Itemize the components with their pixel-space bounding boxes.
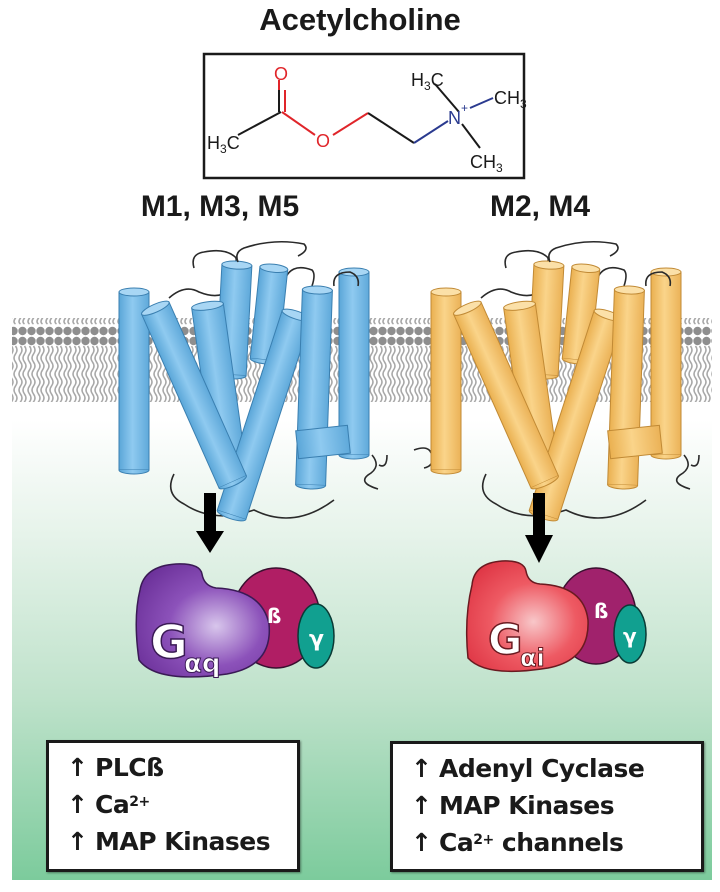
g-beta-label: ß bbox=[594, 599, 608, 623]
atom-methyl-bottom: CH3 bbox=[470, 152, 503, 175]
extracellular-loops bbox=[236, 240, 360, 287]
transmembrane-helix bbox=[430, 287, 462, 475]
g-protein-gi: G αi ß γ bbox=[465, 560, 647, 673]
effect-text: MAP Kinases bbox=[95, 827, 271, 856]
bond bbox=[281, 111, 316, 136]
effect-item: ↑ PLCß bbox=[67, 749, 297, 786]
effect-item: ↑ Adenyl Cyclase bbox=[411, 750, 701, 787]
g-beta-label: ß bbox=[267, 604, 281, 628]
helix-8 bbox=[607, 424, 663, 460]
transmembrane-helix bbox=[650, 267, 682, 460]
molecule-box bbox=[202, 52, 526, 180]
signal-arrow-right bbox=[525, 493, 553, 563]
effect-item: ↑ MAP Kinases bbox=[67, 823, 297, 860]
effect-text: MAP Kinases bbox=[439, 791, 615, 820]
g-alpha-subunit bbox=[465, 560, 589, 673]
effect-item: ↑ MAP Kinases bbox=[411, 787, 701, 824]
up-arrow-icon: ↑ bbox=[67, 790, 88, 819]
g-gamma-label: γ bbox=[309, 627, 324, 652]
atom-methyl-right: CH3 bbox=[494, 88, 527, 111]
bond bbox=[237, 111, 282, 136]
molecule-structure: H3C O O N + H3C CH3 CH3 bbox=[202, 52, 527, 180]
effect-text: Ca bbox=[95, 790, 130, 819]
group-title-m1-m3-m5: M1, M3, M5 bbox=[140, 190, 300, 223]
effect-superscript: 2+ bbox=[129, 793, 150, 810]
g-gamma-subunit bbox=[297, 603, 335, 669]
up-arrow-icon: ↑ bbox=[411, 754, 432, 783]
bond bbox=[434, 83, 460, 113]
atom-carbonyl-oxygen: O bbox=[274, 64, 288, 84]
up-arrow-icon: ↑ bbox=[411, 828, 432, 857]
receptor-m1-m3-m5 bbox=[118, 240, 434, 522]
g-protein-gq: G αq ß γ bbox=[135, 563, 335, 680]
g-alpha-subunit bbox=[135, 563, 271, 678]
g-gamma-subunit bbox=[613, 604, 647, 664]
up-arrow-icon: ↑ bbox=[67, 827, 88, 856]
bond bbox=[461, 123, 481, 149]
effect-text: PLCß bbox=[95, 753, 164, 782]
transmembrane-helix bbox=[452, 300, 560, 490]
atom-ester-oxygen: O bbox=[316, 131, 330, 151]
bond bbox=[469, 97, 494, 109]
diagram-title: Acetylcholine bbox=[259, 2, 461, 37]
bond bbox=[413, 120, 449, 144]
g-alpha-label: G bbox=[150, 615, 188, 669]
transmembrane-helix bbox=[140, 300, 248, 490]
receptor-m2-m4 bbox=[430, 240, 700, 522]
bond bbox=[367, 112, 415, 144]
helix-8 bbox=[295, 424, 351, 460]
g-alpha-subscript: αi bbox=[520, 644, 545, 672]
g-gamma-label: γ bbox=[623, 624, 637, 648]
effect-suffix: channels bbox=[493, 828, 624, 857]
extracellular-loops bbox=[548, 240, 672, 287]
g-alpha-subscript: αq bbox=[184, 649, 220, 679]
transmembrane-helix bbox=[338, 267, 370, 460]
transmembrane-helix bbox=[118, 287, 150, 475]
g-alpha-label: G bbox=[488, 615, 522, 664]
effect-text: Adenyl Cyclase bbox=[439, 754, 645, 783]
atom-nitrogen: N bbox=[448, 108, 461, 128]
group-title-m2-m4: M2, M4 bbox=[489, 190, 591, 223]
up-arrow-icon: ↑ bbox=[67, 753, 88, 782]
atom-methyl-top: H3C bbox=[411, 70, 444, 93]
bond bbox=[332, 112, 369, 136]
nitrogen-charge: + bbox=[461, 101, 468, 115]
signal-arrow-left bbox=[196, 493, 224, 553]
effect-superscript: 2+ bbox=[473, 831, 494, 848]
effect-text: Ca bbox=[439, 828, 474, 857]
up-arrow-icon: ↑ bbox=[411, 791, 432, 820]
atom-methyl-left: H3C bbox=[207, 133, 240, 156]
